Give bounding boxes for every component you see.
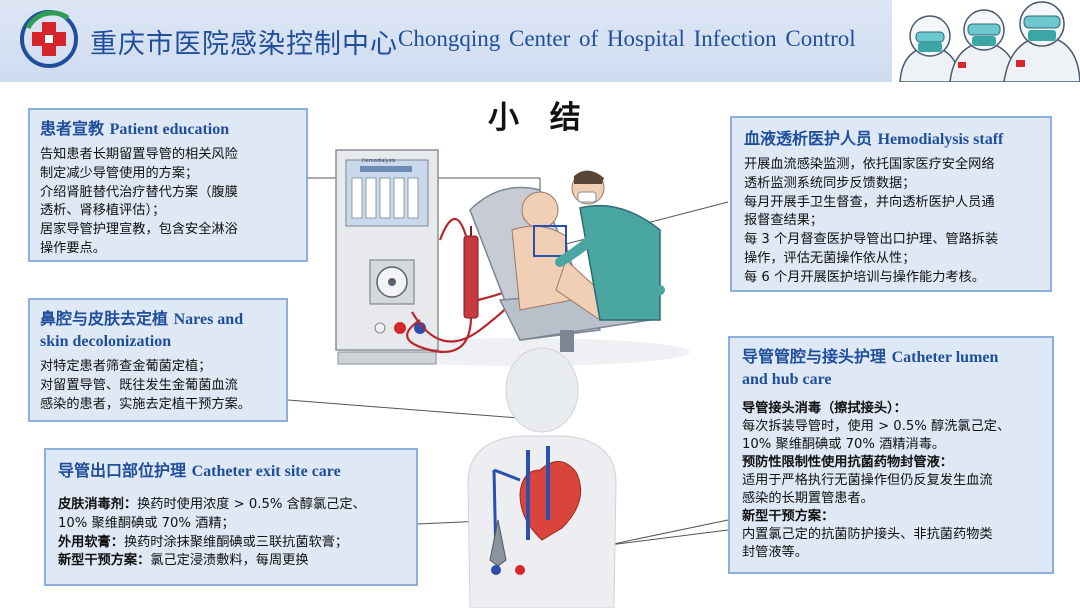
patient-education-line: 制定减少导管使用的方案； — [40, 165, 199, 181]
staff-title-en: Hemodialysis staff — [877, 131, 1004, 148]
catheter-lumen-hub-box: 导管管腔与接头护理 Catheter lumen and hub care 导管… — [728, 336, 1054, 574]
exit-site-care-box: 导管出口部位护理 Catheter exit site care 皮肤消毒剂：换… — [44, 448, 418, 586]
patient-education-line: 告知患者长期留置导管的相关风险 — [40, 147, 238, 162]
page-title: 小 结 — [488, 100, 591, 136]
decolonization-title: 鼻腔与皮肤去定植 Nares and skin decolonization — [40, 308, 276, 352]
staff-line: 开展血流感染监测，依托国家医疗安全网络 — [744, 157, 995, 172]
lumen-hub-line: 适用于严格执行无菌操作但仍反复发生血流 — [742, 473, 993, 488]
staff-line: 每月开展手卫生督查，并向透析医护人员通 — [744, 194, 995, 210]
lumen-hub-list: 导管接头消毒（擦拭接头）： 每次拆装导管时，使用 > 0.5% 醇洗氯己定、 1… — [742, 400, 1040, 562]
patient-education-line: 透析、肾移植评估）； — [40, 203, 166, 219]
patient-education-list: 告知患者长期留置导管的相关风险 制定减少导管使用的方案； 介绍肾脏替代治疗替代方… — [40, 146, 296, 259]
center-title-cn: 重庆市医院感染控制中心 — [90, 29, 398, 60]
lumen-hub-heading: 导管接头消毒（擦拭接头）： — [742, 401, 907, 416]
staff-line: 操作，评估无菌操作依从性； — [744, 250, 916, 266]
lumen-hub-line: 感染的长期置管患者。 — [742, 491, 874, 506]
medical-staff-illustration-icon — [892, 0, 1080, 82]
decolonization-list: 对特定患者筛查金葡菌定植； 对留置导管、既往发生金葡菌血流 感染的患者，实施去定… — [40, 358, 276, 414]
hemodialysis-staff-box: 血液透析医护人员 Hemodialysis staff 开展血流感染监测，依托国… — [730, 116, 1052, 292]
decolonization-box: 鼻腔与皮肤去定植 Nares and skin decolonization 对… — [28, 298, 288, 422]
patient-education-line: 操作要点。 — [40, 240, 106, 256]
lumen-hub-title: 导管管腔与接头护理 Catheter lumen and hub care — [742, 346, 1040, 390]
lumen-hub-title-cn: 导管管腔与接头护理 — [742, 347, 887, 366]
hospital-cross-logo-icon — [20, 10, 78, 68]
staff-line: 每 6 个月开展医护培训与操作能力考核。 — [744, 269, 985, 285]
lumen-hub-line: 封管液等。 — [742, 545, 808, 560]
machine-screen-label: Hemodialysis — [362, 158, 396, 164]
patient-education-title-en: Patient education — [109, 121, 230, 138]
patient-education-line: 介绍肾脏替代治疗替代方案（腹膜 — [40, 184, 238, 200]
lumen-hub-heading: 预防性限制性使用抗菌药物封管液： — [742, 455, 953, 470]
decolonization-title-cn: 鼻腔与皮肤去定植 — [40, 309, 169, 328]
staff-title-cn: 血液透析医护人员 — [744, 129, 873, 148]
decolonization-line: 感染的患者，实施去定植干预方案。 — [40, 396, 251, 412]
exit-site-item: 新型干预方案：氯己定浸渍敷料，每周更换 — [58, 553, 309, 569]
lumen-hub-line: 每次拆装导管时，使用 > 0.5% 醇洗氯己定、 — [742, 419, 1011, 434]
decolonization-line: 对留置导管、既往发生金葡菌血流 — [40, 377, 238, 393]
patient-education-title: 患者宣教 Patient education — [40, 118, 296, 140]
lumen-hub-heading: 新型干预方案： — [742, 509, 835, 524]
staff-line: 每 3 个月督查医护导管出口护理、管路拆装 — [744, 232, 999, 248]
staff-list: 开展血流感染监测，依托国家医疗安全网络 透析监测系统同步反馈数据； 每月开展手卫… — [744, 156, 1038, 288]
patient-education-title-cn: 患者宣教 — [40, 119, 105, 138]
lumen-hub-title-en-2: and hub care — [742, 371, 832, 388]
exit-site-list: 皮肤消毒剂：换药时使用浓度 > 0.5% 含醇氯己定、 10% 聚维酮碘或 70… — [58, 496, 404, 571]
lumen-hub-title-en-1: Catheter lumen — [891, 349, 999, 366]
patient-education-line: 居家导管护理宣教，包含安全淋浴 — [40, 222, 238, 238]
staff-line: 报督查结果； — [744, 213, 824, 229]
decolonization-title-en-2: skin decolonization — [40, 333, 172, 350]
exit-site-item: 皮肤消毒剂：换药时使用浓度 > 0.5% 含醇氯己定、 — [58, 497, 366, 512]
exit-site-title: 导管出口部位护理 Catheter exit site care — [58, 460, 404, 482]
staff-line: 透析监测系统同步反馈数据； — [744, 175, 916, 191]
patient-education-box: 患者宣教 Patient education 告知患者长期留置导管的相关风险 制… — [28, 108, 308, 262]
human-torso-anatomy-icon — [467, 347, 617, 608]
exit-site-item: 10% 聚维酮碘或 70% 酒精； — [58, 515, 235, 531]
lumen-hub-line: 10% 聚维酮碘或 70% 酒精消毒。 — [742, 437, 946, 452]
staff-title: 血液透析医护人员 Hemodialysis staff — [744, 128, 1038, 150]
exit-site-title-en: Catheter exit site care — [191, 463, 341, 480]
lumen-hub-line: 内置氯己定的抗菌防护接头、非抗菌药物类 — [742, 527, 993, 542]
decolonization-title-en-1: Nares and — [173, 311, 244, 328]
exit-site-title-cn: 导管出口部位护理 — [58, 461, 187, 480]
decolonization-line: 对特定患者筛查金葡菌定植； — [40, 359, 212, 374]
exit-site-item: 外用软膏：换药时涂抹聚维酮碘或三联抗菌软膏； — [58, 534, 349, 550]
center-title-en: Chongqing Center of Hospital Infection C… — [398, 26, 856, 51]
header-banner: 重庆市医院感染控制中心 Chongqing Center of Hospital… — [0, 0, 1080, 82]
